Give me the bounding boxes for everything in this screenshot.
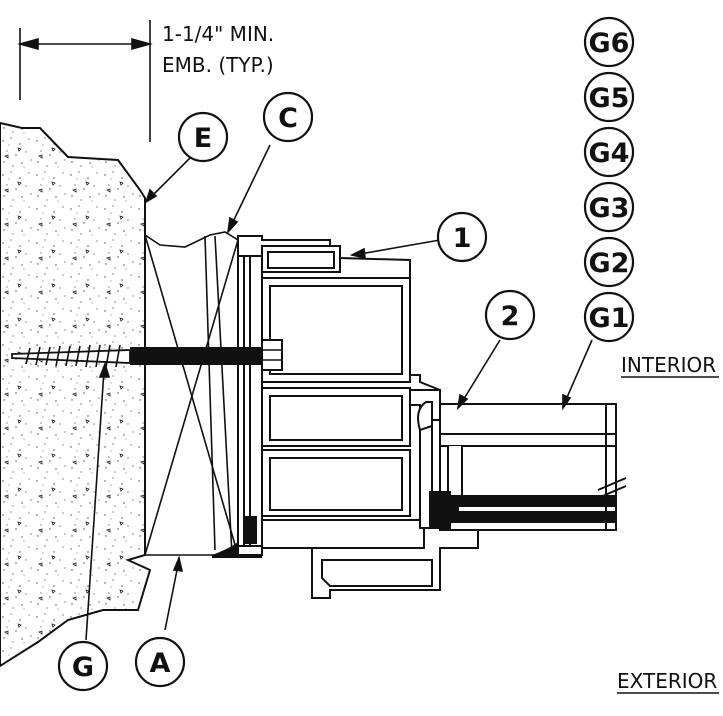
callout-2: 2: [501, 301, 520, 332]
callout-g3-circle: [583, 181, 635, 233]
callout-g5: G5: [589, 83, 630, 114]
callout-g4-circle: [583, 126, 635, 178]
callout-g6: G6: [589, 28, 630, 59]
callout-e-circle: [177, 111, 229, 163]
callout-1-circle: [436, 211, 488, 263]
frame-gasket: [243, 516, 257, 544]
dimension-line-1: 1-1/4" MIN.: [162, 22, 274, 46]
callout-1: 1: [453, 223, 472, 254]
callout-e: E: [194, 123, 212, 154]
exterior-label: EXTERIOR: [617, 669, 717, 693]
callout-g1-circle: [583, 291, 635, 343]
callout-c-circle: [262, 91, 314, 143]
concrete-wall: [0, 121, 152, 668]
callout-a-circle: [134, 636, 186, 688]
callout-g: G: [72, 652, 94, 683]
anchor-screw: [11, 339, 283, 371]
callout-g1: G1: [589, 303, 630, 334]
callout-2-circle: [484, 289, 536, 341]
callout-g6-circle: [583, 16, 635, 68]
leader-lines: [85, 144, 593, 641]
callout-g3: G3: [589, 193, 630, 224]
insulated-glass-unit: [417, 401, 627, 531]
shim-space: [144, 231, 239, 556]
embedment-dimension: [17, 20, 153, 142]
callout-g5-circle: [583, 71, 635, 123]
dimension-line-2: EMB. (TYP.): [162, 53, 274, 77]
callout-g2: G2: [589, 248, 630, 279]
window-frame-extrusion: [237, 235, 487, 599]
callout-a: A: [150, 648, 171, 679]
callout-c: C: [278, 103, 298, 134]
interior-label: INTERIOR: [621, 353, 716, 377]
callout-g2-circle: [583, 236, 635, 288]
callout-g4: G4: [589, 138, 630, 169]
callout-g-circle: [57, 640, 109, 692]
